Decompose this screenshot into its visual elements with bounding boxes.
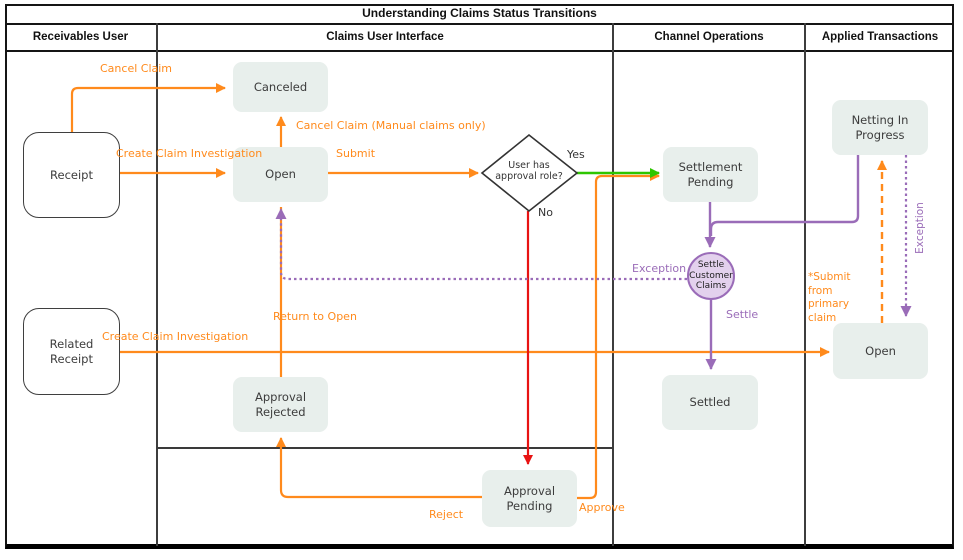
lane-header-applied-transactions: Applied Transactions — [821, 31, 939, 43]
label-exception-right: Exception — [914, 202, 926, 254]
node-settle-customer-claims: Settle Customer Claims — [687, 252, 735, 300]
label-submit: Submit — [336, 147, 376, 160]
label-approve: Approve — [579, 501, 625, 514]
edge-reject — [276, 437, 482, 499]
lane-header-channel-operations: Channel Operations — [654, 31, 764, 43]
label-create-claim-investigation-2: Create Claim Investigation — [102, 330, 249, 343]
lane-header-claims-ui: Claims User Interface — [326, 31, 444, 43]
node-open-applied: Open — [833, 323, 928, 379]
lane-divider-2 — [612, 23, 614, 546]
node-settled: Settled — [662, 375, 758, 430]
label-reject: Reject — [429, 508, 464, 521]
decision-diamond — [480, 133, 579, 213]
edge-exception-to-open — [275, 208, 687, 281]
decision-text: User has approval role? — [495, 160, 563, 183]
lane-header-receivables-user: Receivables User — [32, 31, 129, 43]
diagram-frame — [5, 4, 954, 549]
label-cancel-claim: Cancel Claim — [100, 62, 173, 75]
edge-netting-to-settle — [709, 155, 860, 236]
label-cancel-claim-manual: Cancel Claim (Manual claims only) — [296, 119, 486, 132]
label-settle: Settle — [726, 308, 759, 321]
edge-approve — [577, 171, 660, 500]
label-exception-left: Exception — [632, 262, 687, 275]
diagram-title: Understanding Claims Status Transitions — [362, 6, 597, 20]
lane-divider-1 — [156, 23, 158, 546]
node-open-claims: Open — [233, 147, 328, 202]
label-return-to-open: Return to Open — [273, 310, 357, 323]
header-divider — [5, 50, 954, 52]
node-related-receipt: Related Receipt — [23, 308, 120, 395]
node-receipt: Receipt — [23, 132, 120, 218]
node-settlement-pending: Settlement Pending — [663, 147, 758, 202]
title-divider — [5, 23, 954, 25]
node-netting-in-progress: Netting In Progress — [832, 100, 928, 155]
node-canceled: Canceled — [233, 62, 328, 112]
node-approval-pending: Approval Pending — [482, 470, 577, 527]
edge-cancel-claim — [70, 83, 226, 132]
label-create-claim-investigation-1: Create Claim Investigation — [116, 147, 263, 160]
label-submit-from-primary-claim: *Submit from primary claim — [808, 271, 851, 324]
inner-boundary-line — [157, 447, 613, 449]
node-approval-rejected: Approval Rejected — [233, 377, 328, 432]
label-no: No — [538, 206, 553, 219]
lane-divider-3 — [804, 23, 806, 546]
label-yes: Yes — [567, 148, 585, 161]
